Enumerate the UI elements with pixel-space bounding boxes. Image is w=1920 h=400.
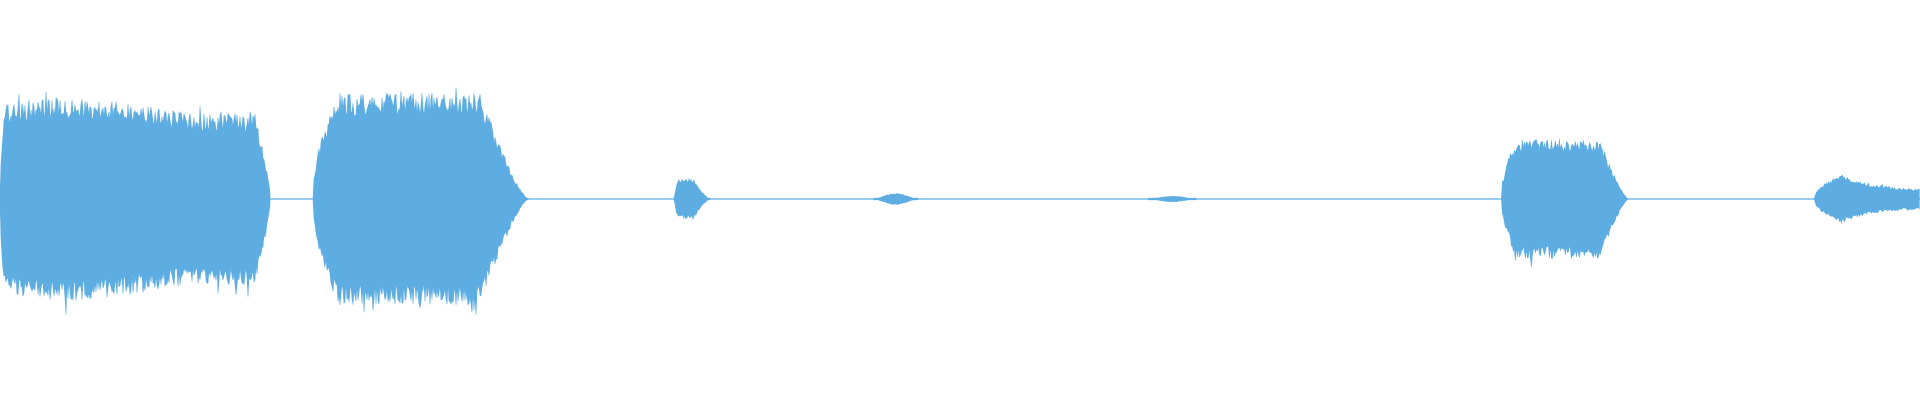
waveform-segment-4 — [873, 193, 918, 205]
waveform-segment-2 — [312, 87, 529, 315]
waveform-segment-3 — [673, 177, 711, 221]
waveform-segments — [0, 87, 1920, 315]
waveform-segment-1 — [0, 91, 271, 315]
waveform-segment-5 — [1147, 195, 1197, 203]
waveform-segment-7 — [1814, 174, 1920, 225]
waveform-segment-6 — [1501, 139, 1628, 267]
